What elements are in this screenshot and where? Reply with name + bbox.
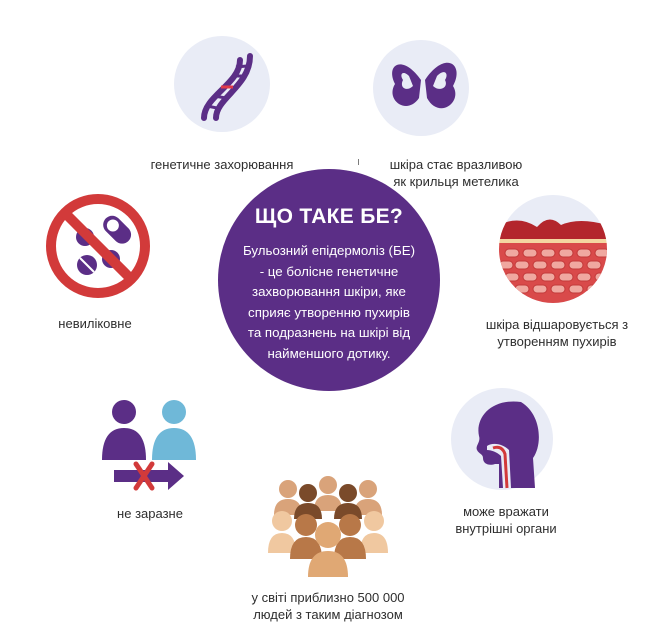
no-pills-icon	[45, 193, 151, 299]
not-contagious-icon	[96, 400, 204, 492]
caption-genetic: генетичне захорювання	[150, 157, 294, 172]
center-circle: ЩО ТАКЕ БЕ? Бульозний епідермоліз (БЕ) -…	[218, 169, 440, 391]
caption-worldwide: у світі приблизно 500 000 людей з таким …	[251, 590, 405, 622]
caption-incurable: невиліковне	[58, 316, 132, 331]
caption-blisters: шкіра відшаровується з утворенням пухирі…	[485, 317, 629, 349]
crowd-icon	[268, 475, 388, 577]
dna-icon	[174, 36, 270, 132]
caption-not-contagious: не заразне	[117, 506, 183, 521]
tick-mark: ı	[357, 156, 361, 168]
blistered-skin-icon	[499, 195, 607, 303]
caption-butterfly: шкіра стає вразливою як крильця метелика	[389, 157, 523, 189]
page-title: ЩО ТАКЕ БЕ?	[254, 205, 404, 228]
internal-organs-icon	[451, 388, 553, 490]
butterfly-icon	[373, 40, 469, 136]
caption-organs: може вражати внутрішні органи	[455, 504, 557, 536]
definition-text: Бульозний епідермоліз (БЕ) - це болісне …	[242, 243, 415, 361]
